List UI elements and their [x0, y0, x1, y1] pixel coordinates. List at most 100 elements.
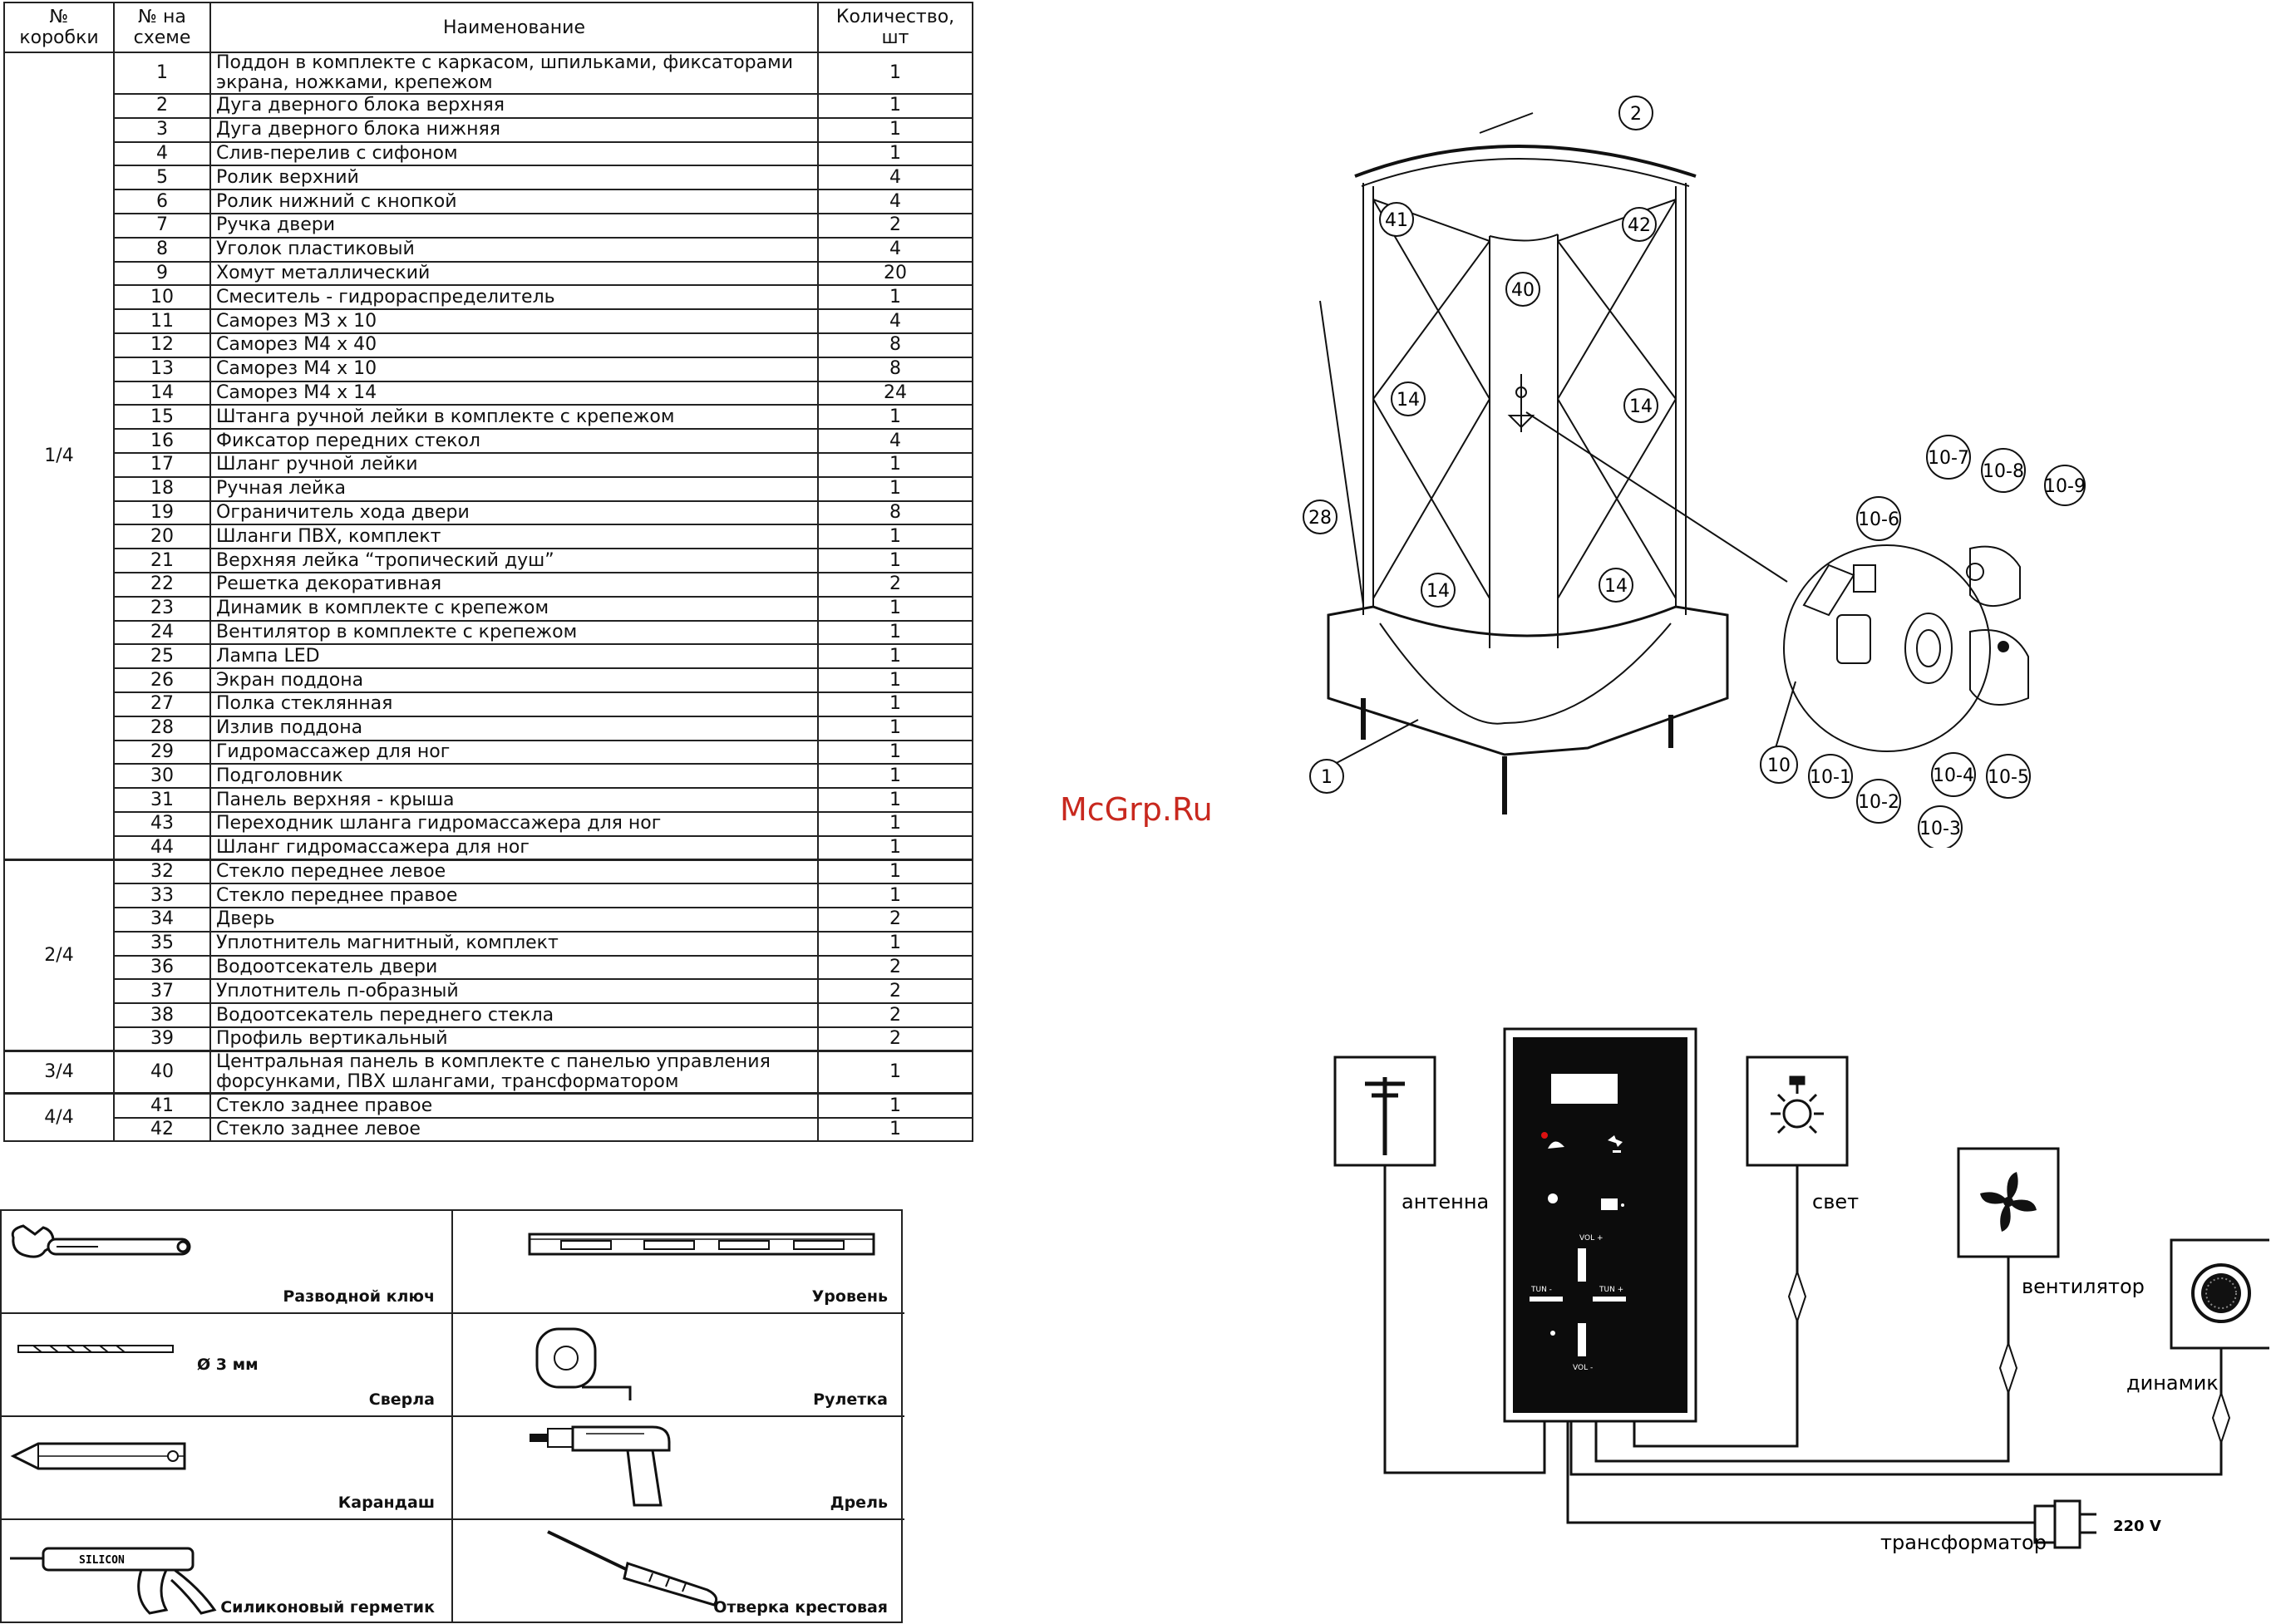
callout-10-4: 10-4 — [1931, 752, 1976, 797]
qty-cell: 2 — [817, 1026, 973, 1052]
svg-text:40: 40 — [1511, 280, 1535, 301]
qty-cell: 1 — [817, 404, 973, 431]
num-cell: 29 — [113, 739, 211, 765]
qty-cell: 1 — [817, 691, 973, 717]
qty-cell: 4 — [817, 428, 973, 454]
tool-tape-cell: Рулетка — [453, 1314, 904, 1417]
transformer-plug-icon — [2033, 1499, 2096, 1549]
name-cell: Саморез М4 х 10 — [209, 356, 819, 382]
callout-10-6: 10-6 — [1856, 496, 1901, 541]
num-cell: 25 — [113, 643, 211, 670]
svg-text:10-9: 10-9 — [2044, 476, 2086, 497]
name-cell: Стекло заднее правое — [209, 1092, 819, 1119]
svg-text:2: 2 — [1630, 104, 1642, 125]
qty-cell: 2 — [817, 571, 973, 598]
qty-cell: 1 — [817, 883, 973, 909]
speaker-label: динамик — [2126, 1371, 2219, 1395]
qty-cell: 1 — [817, 667, 973, 693]
qty-cell: 2 — [817, 978, 973, 1005]
drill-size-label: Ø 3 мм — [197, 1356, 259, 1374]
qty-cell: 1 — [817, 140, 973, 167]
tun-minus-button[interactable] — [1530, 1297, 1563, 1302]
num-cell: 40 — [113, 1050, 211, 1095]
cabin-callouts: 2 41 42 40 14 14 14 14 28 1 10 10-1 10-2… — [1303, 96, 2086, 848]
panel-shower-button-icon[interactable] — [1548, 1141, 1564, 1149]
num-cell: 24 — [113, 619, 211, 646]
panel-light-button-icon[interactable] — [1548, 1193, 1558, 1203]
name-cell: Переходник шланга гидромассажера для ног — [209, 810, 819, 837]
num-cell: 8 — [113, 236, 211, 263]
svg-text:10-6: 10-6 — [1858, 509, 1899, 530]
name-cell: Вентилятор в комплекте с крепежом — [209, 619, 819, 646]
qty-cell: 1 — [817, 1116, 973, 1143]
header-box: № коробки — [3, 2, 115, 53]
svg-text:14: 14 — [1426, 581, 1450, 602]
num-cell: 38 — [113, 1002, 211, 1029]
tool-screwdriver-label: Отверка крестовая — [713, 1598, 888, 1617]
name-cell: Уплотнитель п-образный — [209, 978, 819, 1005]
callout-14-upper-right: 14 — [1623, 388, 1658, 423]
num-cell: 30 — [113, 763, 211, 790]
name-cell: Стекло переднее левое — [209, 859, 819, 885]
vol-plus-button[interactable] — [1578, 1248, 1586, 1282]
num-cell: 4 — [113, 140, 211, 167]
fan-icon — [1980, 1172, 2037, 1232]
qty-cell: 1 — [817, 1092, 973, 1119]
tool-level-label: Уровень — [811, 1287, 888, 1306]
qty-cell: 20 — [817, 260, 973, 287]
num-cell: 23 — [113, 595, 211, 622]
name-cell: Стекло заднее левое — [209, 1116, 819, 1143]
num-cell: 32 — [113, 859, 211, 885]
svg-text:28: 28 — [1308, 508, 1332, 529]
panel-display — [1551, 1074, 1618, 1104]
name-cell: Шланг гидромассажера для ног — [209, 834, 819, 861]
name-cell: Центральная панель в комплекте с панелью… — [209, 1050, 819, 1095]
name-cell: Профиль вертикальный — [209, 1026, 819, 1052]
fan-connector-icon — [1998, 1340, 2018, 1396]
wrench-icon — [11, 1224, 191, 1258]
svg-text:14: 14 — [1604, 576, 1628, 597]
num-cell: 20 — [113, 524, 211, 550]
svg-text:10-5: 10-5 — [1988, 767, 2029, 788]
callout-10-1: 10-1 — [1808, 754, 1853, 799]
panel-radio-button-icon[interactable] — [1601, 1198, 1618, 1210]
name-cell: Смеситель - гидрораспределитель — [209, 284, 819, 311]
panel-fan-button-icon[interactable] — [1608, 1135, 1623, 1147]
num-cell: 19 — [113, 500, 211, 526]
name-cell: Решетка декоративная — [209, 571, 819, 598]
vol-minus-button[interactable] — [1578, 1323, 1586, 1356]
num-cell: 41 — [113, 1092, 211, 1119]
name-cell: Фиксатор передних стекол — [209, 428, 819, 454]
name-cell: Гидромассажер для ног — [209, 739, 819, 765]
num-cell: 36 — [113, 954, 211, 981]
tool-pencil-label: Карандаш — [337, 1494, 435, 1512]
speaker-connector-icon — [2211, 1390, 2231, 1446]
num-cell: 39 — [113, 1026, 211, 1052]
power-drill-icon — [530, 1425, 671, 1507]
tools-table: Разводной ключ Уровень Ø 3 мм Сверла Рул… — [0, 1209, 904, 1623]
tun-plus-button[interactable] — [1593, 1297, 1626, 1302]
num-cell: 13 — [113, 356, 211, 382]
qty-cell: 2 — [817, 954, 973, 981]
